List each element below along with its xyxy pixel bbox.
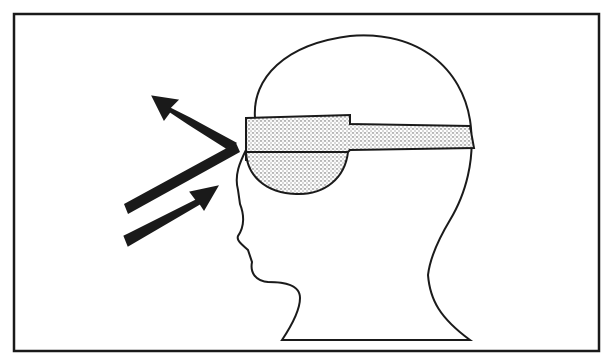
incoming-arrow xyxy=(124,186,218,246)
goggle-lens xyxy=(246,150,348,194)
reflected-arrow xyxy=(124,96,240,214)
